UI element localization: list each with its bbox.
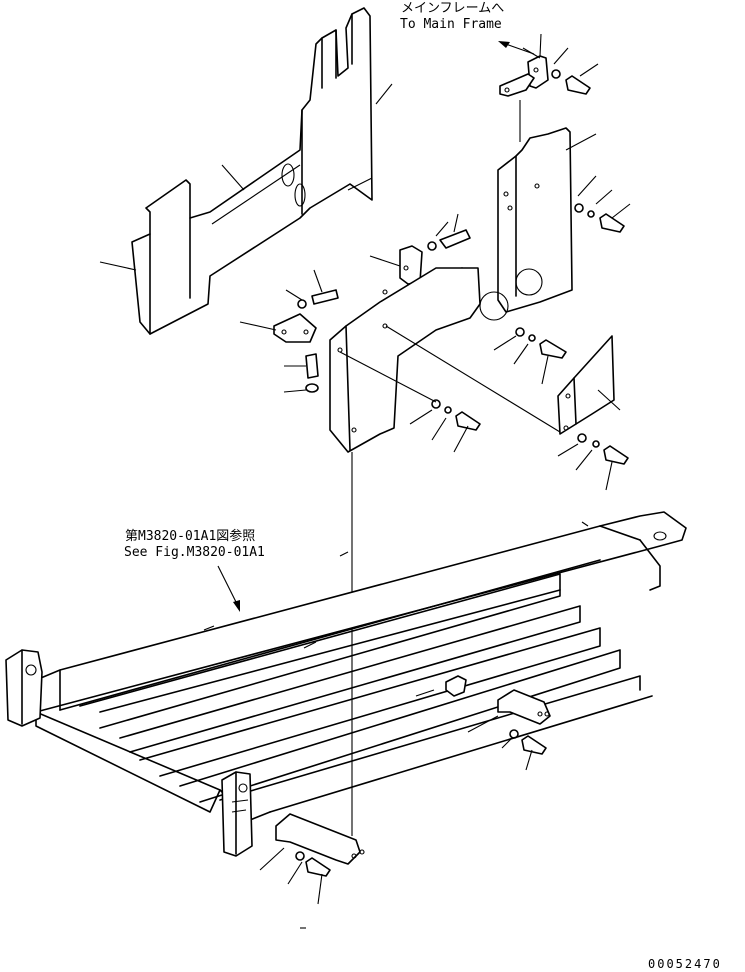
drawing-number: 00052470 (648, 957, 722, 971)
to-main-frame-jp: メインフレームへ (401, 1, 504, 16)
top-bracket (499, 33, 599, 97)
see-fig-jp: 第M3820-01A1図参照 (125, 528, 255, 544)
left-bracket (239, 269, 339, 393)
main-plate-fasteners (409, 327, 567, 453)
see-fig-en: See Fig.M3820-01A1 (124, 545, 265, 560)
bottom-bracket (259, 813, 365, 929)
right-clamp-bracket (445, 675, 551, 771)
to-main-frame-note: メインフレームへ To Main Frame (400, 1, 504, 32)
arrow-to-main-frame (498, 41, 535, 55)
side-cover-plate (131, 7, 373, 335)
see-figure-note: 第M3820-01A1図参照 See Fig.M3820-01A1 (124, 528, 265, 612)
right-small-plate (557, 335, 629, 491)
vertical-bracket-plate (479, 100, 631, 321)
main-bracket-plate (329, 267, 561, 453)
left-end-post (5, 649, 43, 727)
to-main-frame-en: To Main Frame (400, 17, 502, 32)
right-end-post (221, 771, 253, 857)
leader-lines-upper-left (99, 83, 393, 271)
